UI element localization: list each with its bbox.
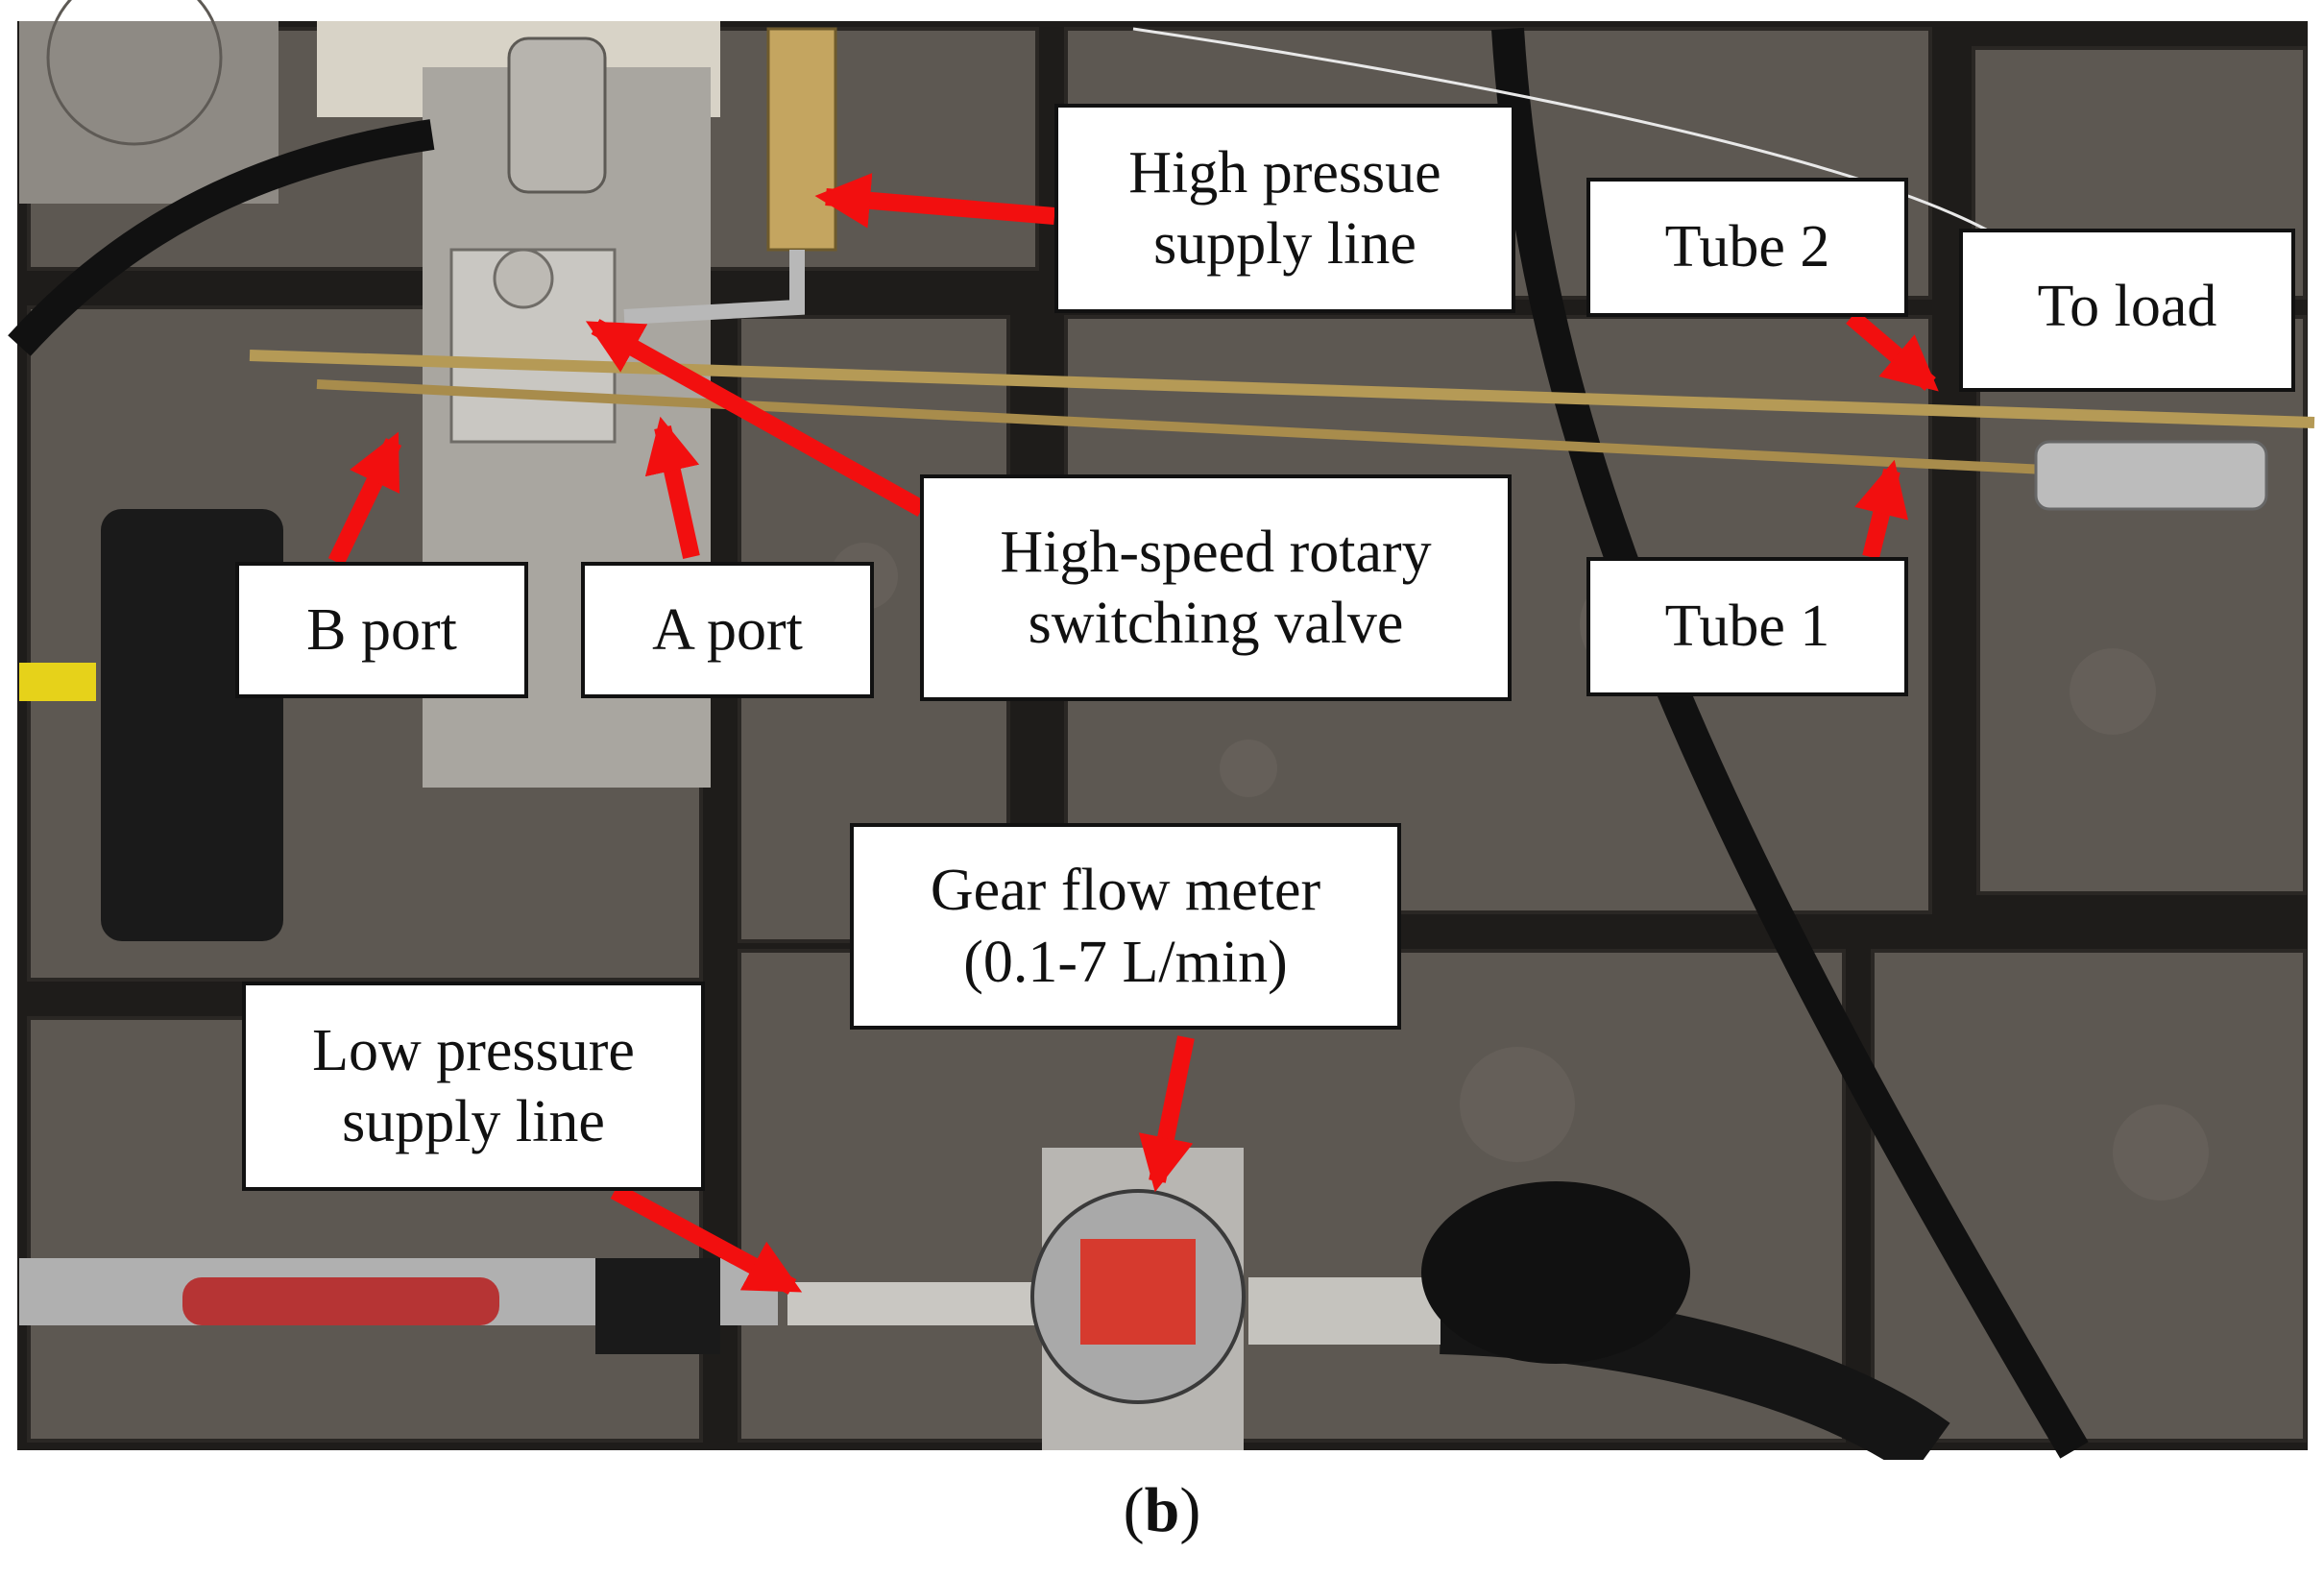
label-line: supply line <box>342 1089 605 1154</box>
arrow-a-port <box>644 416 700 559</box>
ball-valve-body <box>595 1258 720 1354</box>
label-line: Tube 2 <box>1664 214 1830 280</box>
high-pressure-fitting <box>766 27 837 252</box>
label-line: High pressue <box>1128 139 1441 206</box>
arrow-gear-flow-meter <box>1138 1035 1195 1193</box>
sensor-cap <box>19 663 96 701</box>
caption-letter: b <box>1144 1475 1180 1545</box>
ball-valve-handle <box>182 1277 499 1325</box>
label-line: Gear flow meter <box>930 858 1321 924</box>
tube-coupling <box>2034 440 2268 511</box>
outlet-fitting <box>1248 1277 1440 1345</box>
tube-1 <box>316 379 2066 475</box>
label-line: A port <box>652 596 803 663</box>
label-line: (0.1-7 L/min) <box>963 929 1288 995</box>
dial-ring <box>46 0 223 146</box>
caption-open-paren: ( <box>1123 1475 1145 1545</box>
label-a-port: A port <box>581 562 874 698</box>
table-hole <box>1421 1181 1690 1364</box>
figure-caption: (b) <box>0 1474 2324 1547</box>
label-to-load: To load <box>1959 229 2295 392</box>
arrow-tube-1 <box>1854 459 1909 560</box>
label-line: supply line <box>1153 211 1416 277</box>
valve-bolt <box>493 248 554 309</box>
label-high-pressure-supply-line: High pressue supply line <box>1054 104 1515 313</box>
label-line: To load <box>2037 274 2217 339</box>
arrow-high-pressure <box>814 173 1055 229</box>
arrow-low-pressure <box>610 1183 803 1295</box>
pointer-arrows <box>327 173 1939 1295</box>
label-rotary-switching-valve: High-speed rotary switching valve <box>920 474 1512 701</box>
supply-pipe <box>623 250 805 325</box>
label-tube-2: Tube 2 <box>1586 178 1908 317</box>
label-tube-1: Tube 1 <box>1586 557 1908 696</box>
label-line: switching valve <box>1028 591 1404 656</box>
label-line: Tube 1 <box>1664 594 1830 660</box>
label-gear-flow-meter: Gear flow meter (0.1-7 L/min) <box>850 823 1401 1030</box>
caption-close-paren: ) <box>1179 1475 1201 1545</box>
flow-meter-label-plate <box>1080 1239 1196 1345</box>
arrow-tube-2 <box>1846 310 1939 392</box>
arrow-b-port <box>327 431 402 566</box>
valve-motor-coupling <box>507 36 607 194</box>
label-b-port: B port <box>235 562 528 698</box>
black-hose-left <box>8 119 435 356</box>
label-line: High-speed rotary <box>1000 519 1432 585</box>
label-low-pressure-supply-line: Low pressure supply line <box>242 982 705 1191</box>
arrow-rotary-valve <box>585 319 927 517</box>
label-line: B port <box>306 596 457 663</box>
label-line: Low pressure <box>312 1017 635 1083</box>
